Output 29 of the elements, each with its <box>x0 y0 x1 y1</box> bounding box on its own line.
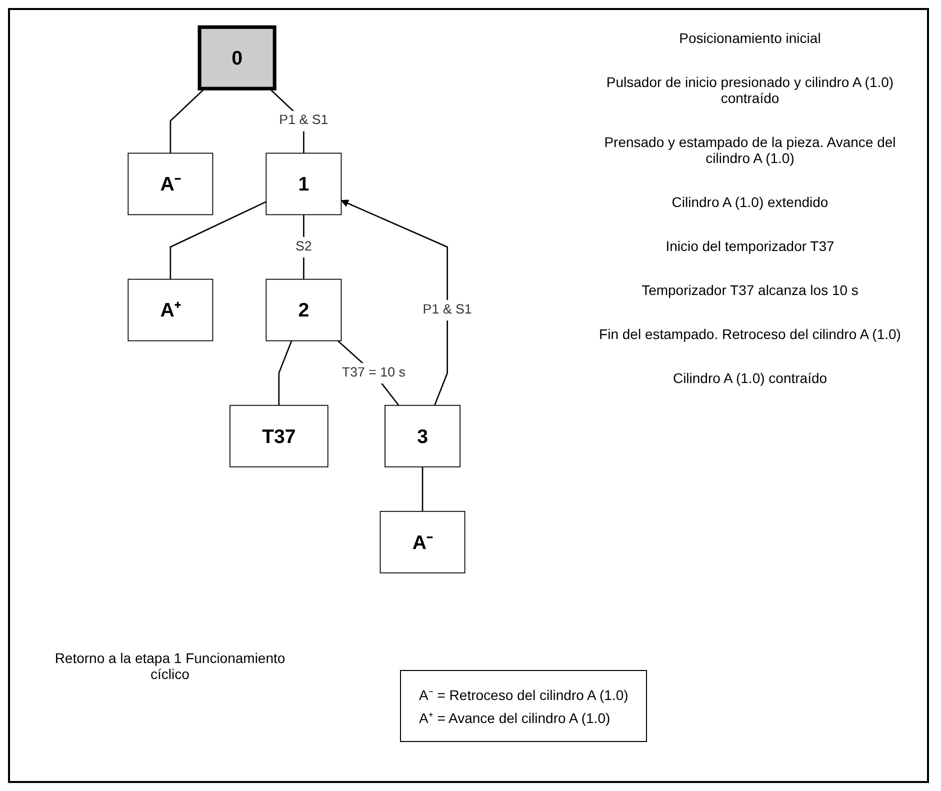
description-text: Cilindro A (1.0) extendido <box>670 194 830 210</box>
description-text: Posicionamiento inicial <box>678 30 822 46</box>
connector <box>170 201 266 280</box>
connector <box>170 88 206 154</box>
node-box: A⁺ <box>128 278 214 342</box>
connector <box>422 466 424 512</box>
node-box: 1 <box>266 152 342 216</box>
node-box: 3 <box>384 404 460 468</box>
description-text: Prensado y estampado de la pieza. Avance del cilindro A (1.0) <box>603 134 897 166</box>
node-box: 0 <box>198 25 276 90</box>
edge-label: P1 & S1 <box>279 112 328 128</box>
node-box: 2 <box>266 278 342 342</box>
edge-label: S2 <box>296 238 312 254</box>
connector <box>278 340 292 406</box>
legend-entry: A⁺ = Avance del cilindro A (1.0) <box>419 709 612 727</box>
edge-label: T37 = 10 s <box>342 364 406 380</box>
description-text: Fin del estampado. Retroceso del cilindro A (1.0) <box>598 326 902 342</box>
description-text: Inicio del temporizador T37 <box>664 238 836 254</box>
loop-note: Retorno a la etapa 1 Funcionamiento cíclico <box>54 650 286 682</box>
node-box: T37 <box>230 404 328 468</box>
node-box: A⁻ <box>380 510 466 574</box>
legend-entry: A⁻ = Retroceso del cilindro A (1.0) <box>419 686 628 704</box>
description-text: Temporizador T37 alcanza los 10 s <box>640 282 860 298</box>
description-text: Cilindro A (1.0) contraído <box>672 370 828 386</box>
description-text: Pulsador de inicio presionado y cilindro A (1.0) contraído <box>605 74 895 106</box>
edge-label: P1 & S1 <box>422 302 472 317</box>
node-box: A⁻ <box>128 152 214 216</box>
connector <box>303 214 304 280</box>
arrow <box>340 200 448 406</box>
